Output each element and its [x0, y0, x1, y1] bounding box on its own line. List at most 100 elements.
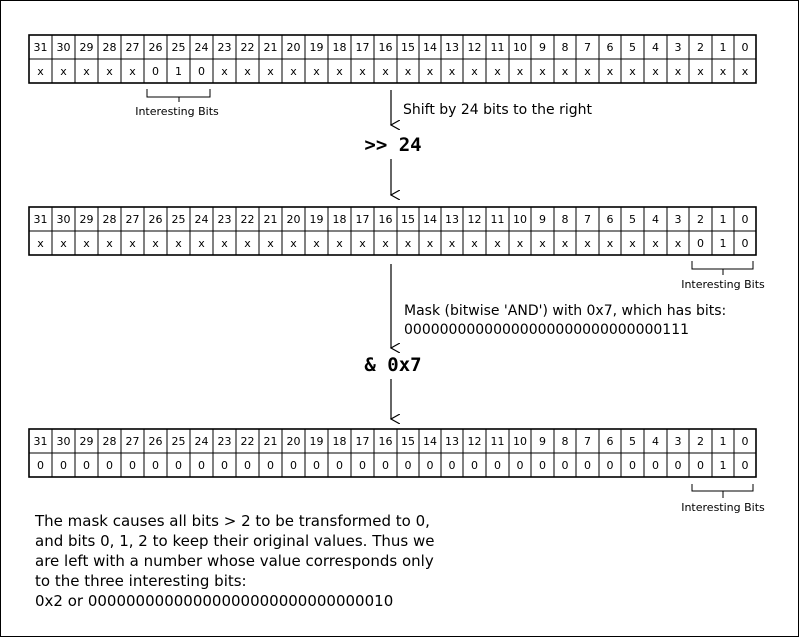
bit-value: x: [106, 65, 113, 78]
bit-value: x: [405, 237, 412, 250]
bit-number: 17: [356, 213, 370, 226]
bit-number: 15: [401, 435, 415, 448]
bit-value: x: [675, 65, 682, 78]
conclusion-text: The mask causes all bits > 2 to be trans…: [34, 512, 434, 610]
bit-number: 5: [629, 435, 636, 448]
bit-value: 0: [584, 459, 591, 472]
bit-number: 11: [491, 435, 505, 448]
bit-value: 0: [427, 459, 434, 472]
bit-value: x: [290, 237, 297, 250]
bit-value: x: [267, 237, 274, 250]
bit-value: 0: [175, 459, 182, 472]
bit-value: x: [675, 237, 682, 250]
bit-number: 15: [401, 41, 415, 54]
bit-value: 0: [267, 459, 274, 472]
bit-value: 0: [697, 459, 704, 472]
bit-value: x: [652, 65, 659, 78]
bit-number: 3: [675, 435, 682, 448]
conclusion-line: and bits 0, 1, 2 to keep their original …: [35, 532, 434, 550]
bit-value: 1: [720, 459, 727, 472]
bit-number: 1: [720, 41, 727, 54]
bit-number: 29: [80, 435, 94, 448]
table-frame: [28, 428, 757, 478]
bit-value: 0: [697, 237, 704, 250]
bit-value: x: [629, 237, 636, 250]
bit-number: 30: [57, 435, 71, 448]
bit-number: 24: [195, 213, 209, 226]
bit-number: 9: [539, 213, 546, 226]
bit-value: x: [607, 237, 614, 250]
bit-number: 14: [423, 41, 437, 54]
bit-number: 4: [652, 41, 659, 54]
bit-value: x: [106, 237, 113, 250]
bit-number: 31: [34, 213, 48, 226]
bit-value: x: [382, 237, 389, 250]
bit-number: 29: [80, 213, 94, 226]
bit-value: x: [607, 65, 614, 78]
bit-value: 1: [175, 65, 182, 78]
bit-number: 28: [103, 435, 117, 448]
shift-operator: >> 24: [364, 134, 421, 156]
bit-number: 20: [287, 213, 301, 226]
bit-number: 5: [629, 41, 636, 54]
bit-value: x: [427, 237, 434, 250]
bit-value: 0: [83, 459, 90, 472]
bit-number: 27: [126, 213, 140, 226]
mask-operator: & 0x7: [364, 354, 421, 376]
bit-value: x: [359, 65, 366, 78]
bit-value: x: [83, 237, 90, 250]
bit-value: x: [539, 237, 546, 250]
bit-number: 27: [126, 41, 140, 54]
bit-value: 0: [517, 459, 524, 472]
bit-number: 0: [742, 435, 749, 448]
bit-value: x: [494, 65, 501, 78]
bit-number: 26: [149, 435, 163, 448]
bit-number: 25: [172, 213, 186, 226]
bit-value: 0: [539, 459, 546, 472]
bit-value: 0: [449, 459, 456, 472]
bit-value: x: [562, 65, 569, 78]
bit-number: 16: [379, 435, 393, 448]
bit-number: 30: [57, 213, 71, 226]
bit-value: x: [471, 237, 478, 250]
bit-number: 18: [333, 213, 347, 226]
interesting-bracket-middle: Interesting Bits: [681, 261, 765, 291]
mask-note-line2: 00000000000000000000000000000111: [404, 322, 689, 338]
bit-number: 19: [310, 213, 324, 226]
bit-number: 30: [57, 41, 71, 54]
bit-number: 12: [468, 213, 482, 226]
bit-value: x: [37, 65, 44, 78]
shift-note: Shift by 24 bits to the right: [403, 102, 593, 118]
bit-number: 26: [149, 213, 163, 226]
bit-number: 6: [607, 435, 614, 448]
bit-number: 0: [742, 41, 749, 54]
bit-value: 0: [471, 459, 478, 472]
bit-number: 10: [513, 213, 527, 226]
bit-number: 26: [149, 41, 163, 54]
bit-value: 0: [607, 459, 614, 472]
bit-number: 7: [584, 213, 591, 226]
bit-value: x: [175, 237, 182, 250]
bit-value: x: [517, 237, 524, 250]
bit-number: 17: [356, 41, 370, 54]
conclusion-line: to the three interesting bits:: [35, 572, 247, 590]
conclusion-line: are left with a number whose value corre…: [35, 552, 434, 570]
bit-value: x: [382, 65, 389, 78]
bit-number: 19: [310, 435, 324, 448]
bit-value: 0: [313, 459, 320, 472]
table-frame: [28, 206, 757, 256]
bit-value: x: [221, 237, 228, 250]
bit-value: x: [652, 237, 659, 250]
bit-number: 20: [287, 41, 301, 54]
bit-number: 6: [607, 41, 614, 54]
bit-value: 0: [494, 459, 501, 472]
bit-value: x: [562, 237, 569, 250]
bit-value: 0: [60, 459, 67, 472]
bit-value: x: [359, 237, 366, 250]
bit-number: 8: [562, 435, 569, 448]
bit-value: 0: [244, 459, 251, 472]
bit-number: 17: [356, 435, 370, 448]
bit-number: 27: [126, 435, 140, 448]
bit-number: 9: [539, 41, 546, 54]
bit-value: x: [83, 65, 90, 78]
